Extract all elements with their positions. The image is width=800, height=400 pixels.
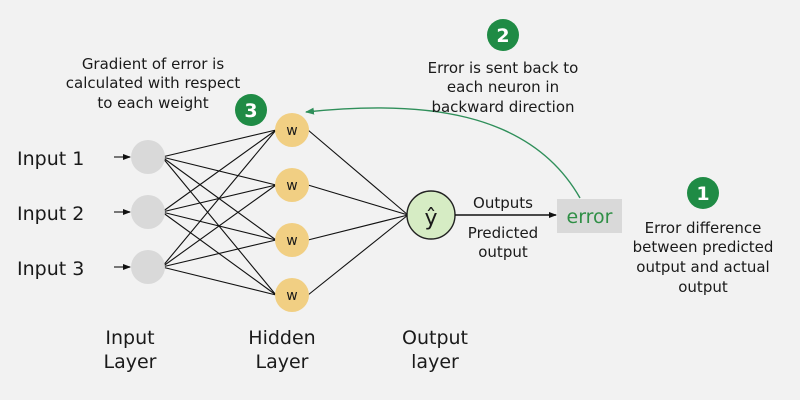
- input-label-2: Input 2: [17, 203, 84, 225]
- edge-hidden-1-output: [307, 129, 409, 216]
- step-2-line-2: each neuron in: [447, 78, 559, 96]
- step-2-line-1: Error is sent back to: [428, 59, 579, 77]
- backprop-arrow: [305, 107, 581, 199]
- step-3-description: Gradient of error is calculated with res…: [66, 55, 241, 112]
- step-badge-2-circle: [487, 19, 519, 51]
- input-layer-nodes: [131, 140, 165, 284]
- hidden-node-4-label: w: [286, 288, 297, 304]
- edge-input-2-hidden-1: [161, 129, 277, 213]
- input-arrows: [114, 154, 131, 270]
- error-box-label: error: [567, 206, 613, 228]
- step-3-line-1: Gradient of error is: [82, 55, 225, 73]
- step-badge-3-number: 3: [244, 100, 257, 122]
- edge-hidden-2-output: [307, 184, 409, 216]
- step-1-line-4: output: [678, 278, 728, 296]
- layer-label-input-line1: Input: [105, 327, 154, 349]
- hidden-node-3: [275, 223, 309, 257]
- layer-label-hidden-line1: Hidden: [248, 327, 315, 349]
- input-label-1: Input 1: [17, 148, 84, 170]
- layer-label-input: Input Layer: [104, 327, 157, 373]
- step-badge-2-number: 2: [496, 25, 509, 47]
- step-2-line-3: backward direction: [431, 98, 574, 116]
- edge-hidden-4-output: [307, 214, 409, 296]
- step-badge-1-circle: [687, 177, 719, 209]
- layer-label-output-line2: layer: [411, 351, 459, 373]
- outputs-label: Outputs: [473, 194, 533, 212]
- step-badge-3: 3: [235, 94, 267, 126]
- input-node-2: [131, 195, 165, 229]
- step-3-line-2: calculated with respect: [66, 74, 241, 92]
- layer-label-output: Output layer: [402, 327, 468, 373]
- step-badge-3-circle: [235, 94, 267, 126]
- step-1-line-3: output and actual: [636, 258, 769, 276]
- layer-label-hidden-line2: Layer: [256, 351, 309, 373]
- step-3-line-3: to each weight: [97, 94, 208, 112]
- hidden-node-1: [275, 113, 309, 147]
- step-badge-1-number: 1: [696, 183, 709, 205]
- hidden-node-3-label: w: [286, 233, 297, 249]
- input-node-1: [131, 140, 165, 174]
- layer-label-output-line1: Output: [402, 327, 468, 349]
- edge-input-3-hidden-1: [161, 129, 277, 268]
- hidden-node-4: [275, 278, 309, 312]
- edge-input-3-hidden-2: [161, 184, 277, 268]
- layer-label-input-line2: Layer: [104, 351, 157, 373]
- layer-label-hidden: Hidden Layer: [248, 327, 315, 373]
- connection-edges: [161, 129, 409, 296]
- error-box: [557, 199, 622, 233]
- step-badge-2: 2: [487, 19, 519, 51]
- edge-input-3-hidden-3: [161, 239, 277, 268]
- step-1-description: Error difference between predicted outpu…: [633, 219, 774, 296]
- edge-hidden-3-output: [307, 214, 409, 241]
- predicted-output-label-line1: Predicted: [468, 224, 538, 242]
- input-label-3: Input 3: [17, 258, 84, 280]
- hidden-node-1-label: w: [286, 123, 297, 139]
- hidden-layer-nodes: w w w w: [275, 113, 309, 312]
- step-1-line-2: between predicted: [633, 238, 774, 256]
- hidden-node-2-label: w: [286, 178, 297, 194]
- step-badge-1: 1: [687, 177, 719, 209]
- edge-input-3-hidden-4: [161, 266, 277, 296]
- step-1-line-1: Error difference: [645, 219, 762, 237]
- predicted-output-label-line2: output: [478, 243, 528, 261]
- hidden-node-2: [275, 168, 309, 202]
- step-2-description: Error is sent back to each neuron in bac…: [428, 59, 579, 116]
- output-node-label: ŷ: [424, 206, 437, 231]
- input-node-3: [131, 250, 165, 284]
- edge-input-1-hidden-1: [161, 129, 277, 158]
